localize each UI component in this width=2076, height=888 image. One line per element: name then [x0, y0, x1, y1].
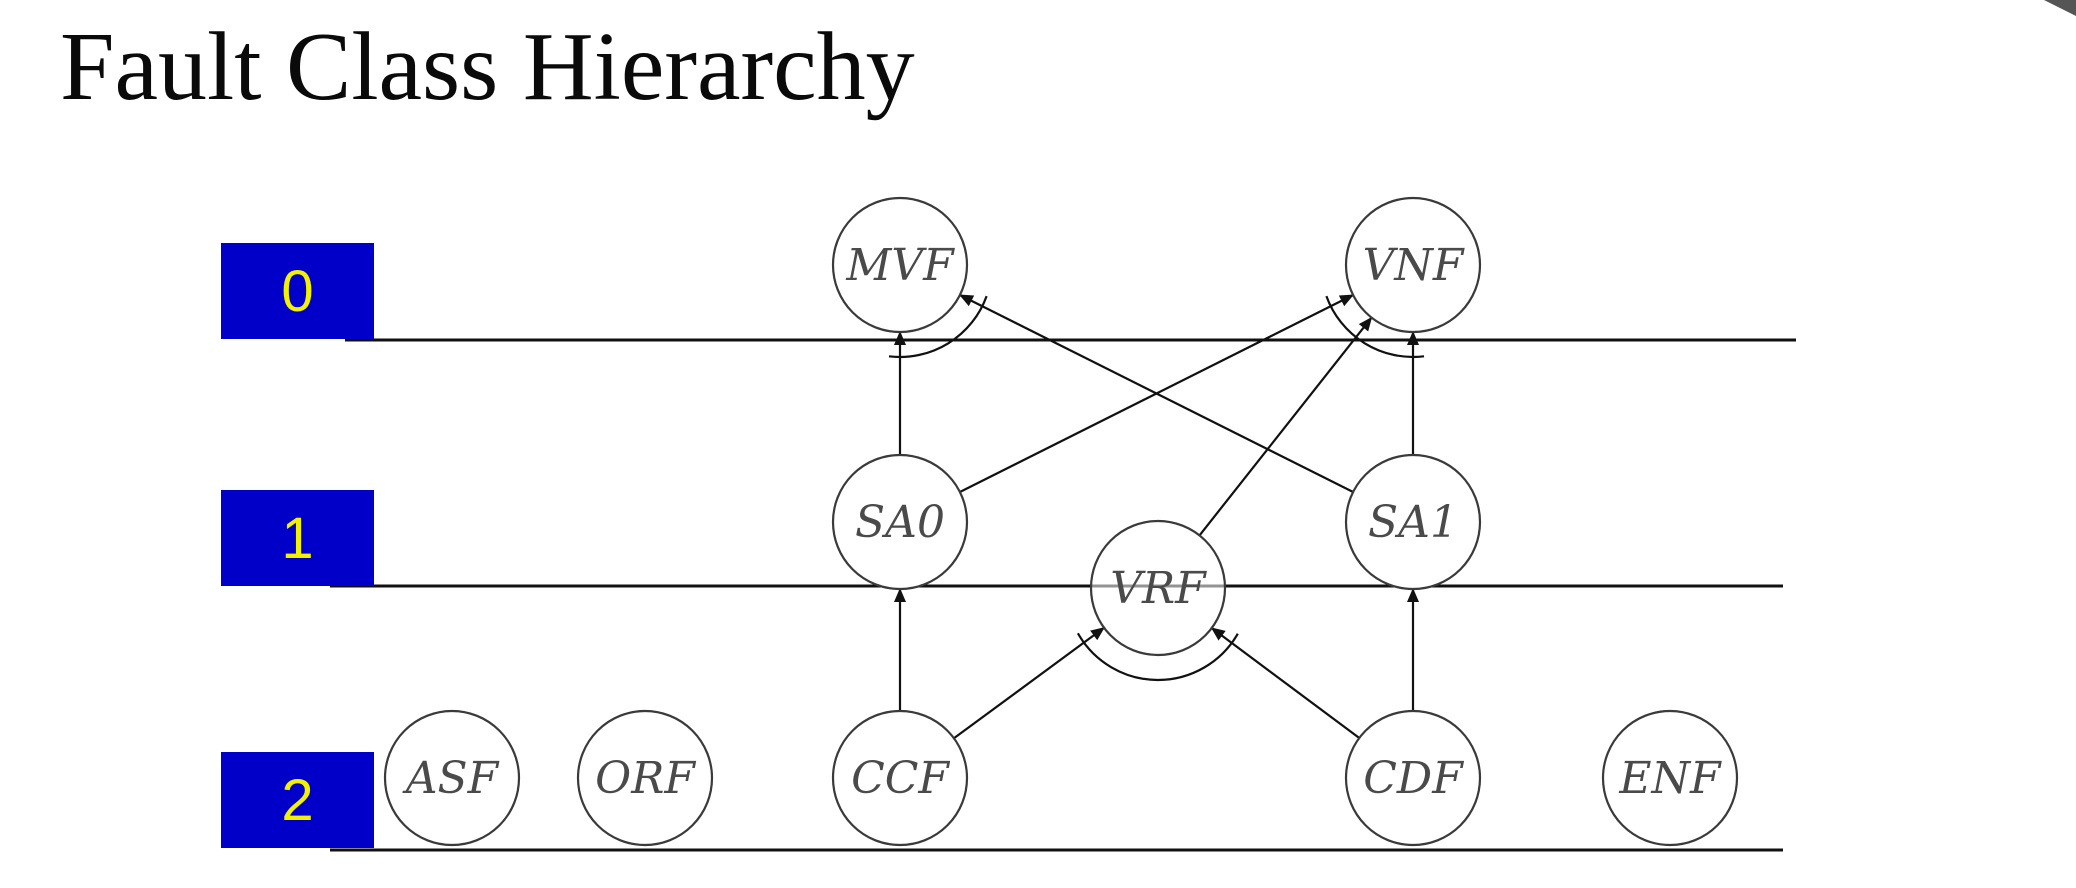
- node-label-orf: ORF: [595, 753, 696, 804]
- node-circle-vrf: [1089, 519, 1227, 657]
- level-badge-label-1: 1: [281, 506, 313, 571]
- node-vnf: VNF: [1344, 196, 1482, 334]
- node-circle-orf: [576, 709, 714, 847]
- node-label-asf: ASF: [402, 753, 500, 804]
- node-label-enf: ENF: [1618, 753, 1722, 804]
- level-badge-2: [221, 752, 374, 848]
- node-sa0: SA0: [831, 453, 969, 591]
- node-circle-sa0: [831, 453, 969, 591]
- node-circle-enf: [1601, 709, 1739, 847]
- node-enf: ENF: [1601, 709, 1739, 847]
- node-circle-vnf: [1344, 196, 1482, 334]
- level-lines: [330, 338, 1796, 852]
- conjunction-arc-mvf: [888, 295, 988, 359]
- conjunction-arc-vnf: [1325, 295, 1425, 359]
- level-badge-label-2: 2: [281, 768, 313, 833]
- conjunction-arc-vrf: [1076, 632, 1239, 682]
- node-circle-asf: [383, 709, 521, 847]
- edge-sa0-to-vnf: [959, 294, 1354, 493]
- node-label-vnf: VNF: [1363, 240, 1465, 291]
- node-ccf: CCF: [831, 709, 969, 847]
- node-sa1: SA1: [1344, 453, 1482, 591]
- edge-cdf-to-vrf: [1210, 627, 1360, 739]
- level-badges: 0 1 2: [221, 243, 374, 848]
- node-label-sa0: SA0: [855, 497, 945, 548]
- corner-arrow-icon: [2044, 0, 2076, 16]
- node-label-mvf: MVF: [845, 240, 955, 291]
- node-circle-cdf: [1344, 709, 1482, 847]
- edge-vrf-to-vnf: [1198, 316, 1373, 537]
- node-orf: ORF: [576, 709, 714, 847]
- slide-title: Fault Class Hierarchy: [60, 13, 915, 121]
- conjunction-arcs: [888, 295, 1425, 682]
- node-vrf: VRF: [1089, 519, 1227, 657]
- edges: [894, 294, 1419, 740]
- node-label-vrf: VRF: [1110, 563, 1207, 614]
- node-circle-sa1: [1344, 453, 1482, 591]
- node-label-cdf: CDF: [1363, 753, 1464, 804]
- level-badge-1: [221, 490, 374, 586]
- edge-ccf-to-vrf: [953, 626, 1105, 740]
- node-label-ccf: CCF: [851, 753, 950, 804]
- node-asf: ASF: [383, 709, 521, 847]
- node-cdf: CDF: [1344, 709, 1482, 847]
- node-label-sa1: SA1: [1368, 497, 1458, 548]
- level-badge-0: [221, 243, 374, 339]
- node-circle-mvf: [831, 196, 969, 334]
- level-badge-label-0: 0: [281, 259, 313, 324]
- node-circle-ccf: [831, 709, 969, 847]
- node-mvf: MVF: [831, 196, 969, 334]
